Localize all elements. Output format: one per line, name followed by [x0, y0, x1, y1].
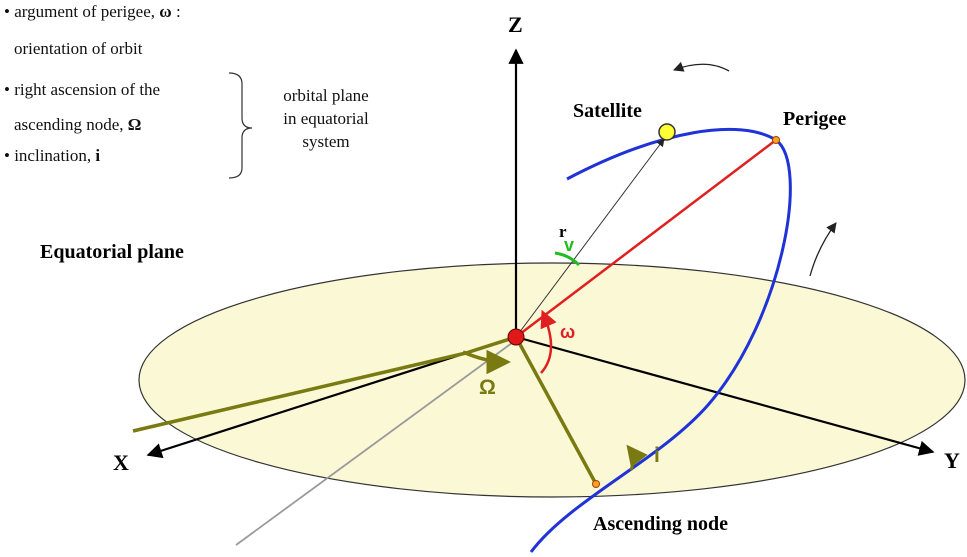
x-axis-label: X	[113, 450, 129, 475]
y-axis-label: Y	[944, 448, 960, 473]
capital-omega-label: Ω	[479, 376, 496, 399]
legend-line-ascending-node: ascending node, Ω	[14, 115, 142, 134]
perigee-marker	[772, 136, 780, 144]
capital-omega-symbol: Ω	[127, 115, 142, 134]
satellite-marker	[658, 123, 676, 141]
satellite-label: Satellite	[573, 100, 642, 122]
y-axis	[515, 335, 935, 456]
perigee-label: Perigee	[783, 108, 846, 130]
true-anomaly-arc	[554, 251, 581, 267]
radius-vector	[515, 138, 665, 338]
legend-line-right-ascension: • right ascension of the	[4, 80, 161, 99]
omega-symbol: ω	[159, 2, 172, 21]
omega-arc	[540, 309, 557, 374]
z-axis-label: Z	[508, 12, 523, 37]
inclination-symbol: i	[95, 146, 101, 165]
ascending-node-marker	[592, 480, 600, 488]
motion-arrow-right	[809, 222, 837, 277]
inclination-label: i	[654, 444, 660, 467]
node-line	[132, 335, 598, 485]
orbit-path	[529, 127, 792, 553]
equatorial-plane-label: Equatorial plane	[40, 241, 184, 263]
perigee-line	[515, 139, 777, 338]
motion-arrow-top	[673, 61, 730, 72]
legend-line-inclination: • inclination, i	[4, 146, 101, 165]
raan-arc	[462, 349, 511, 375]
ascending-node-label: Ascending node	[593, 513, 728, 535]
legend-line-orientation: orientation of orbit	[14, 39, 143, 58]
legend-brace	[228, 72, 253, 179]
true-anomaly-label: v	[564, 235, 574, 255]
omega-label: ω	[560, 322, 575, 342]
inclination-arc	[626, 444, 648, 471]
lower-projection-line	[235, 339, 517, 546]
radius-label: r	[559, 222, 567, 241]
equatorial-plane-ellipse	[138, 262, 966, 498]
legend-line-argument-of-perigee: • argument of perigee, ω :	[4, 2, 181, 21]
orbital-plane-group-label: orbital plane in equatorial system	[283, 86, 369, 151]
origin-marker	[507, 328, 525, 346]
